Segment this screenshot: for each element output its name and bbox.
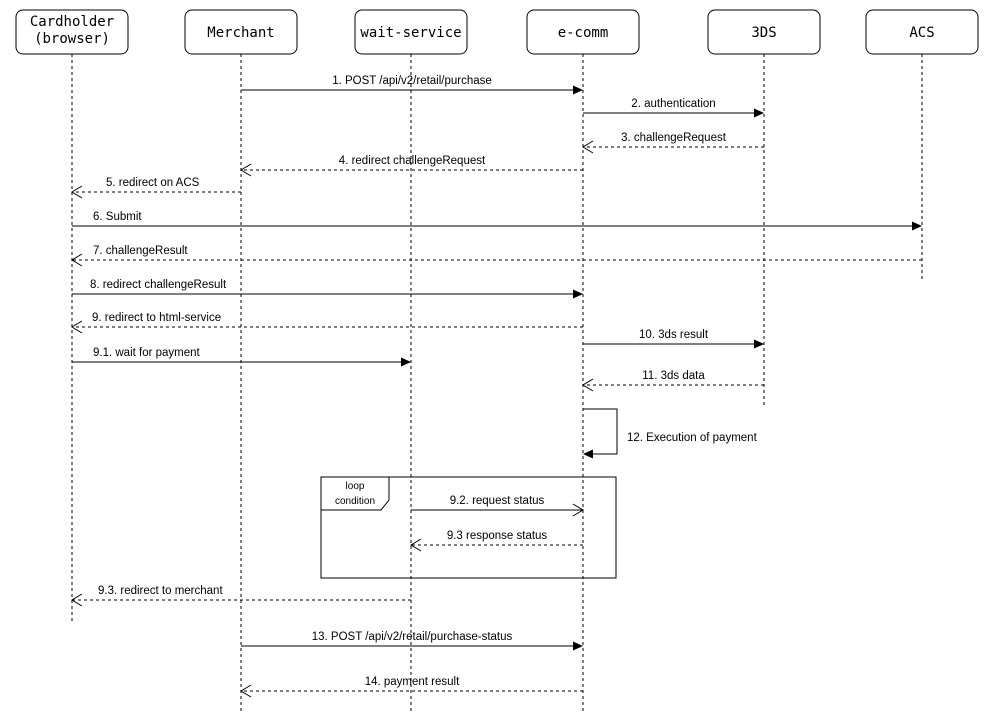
- loop-frame-label: condition: [335, 496, 375, 507]
- arrow-head: [71, 253, 83, 267]
- message-15: 9.3 response status: [410, 530, 583, 552]
- message-label: 9.3. redirect to merchant: [98, 585, 223, 597]
- message-8: 8. redirect challengeResult: [72, 279, 583, 299]
- arrow-head: [410, 538, 422, 552]
- message-16: 9.3. redirect to merchant: [71, 585, 411, 607]
- loop-frame-label: loop: [346, 481, 365, 492]
- arrow-head: [573, 85, 583, 95]
- message-12: 11. 3ds data: [582, 370, 764, 392]
- message-label: 9.3 response status: [447, 530, 548, 542]
- actor-merchant: Merchant: [184, 9, 298, 55]
- message-4: 4. redirect challengeRequest: [240, 155, 583, 177]
- messages: 1. POST /api/v2/retail/purchase 2. authen…: [71, 75, 922, 698]
- message-label: 9.2. request status: [450, 495, 545, 507]
- message-5: 5. redirect on ACS: [71, 177, 241, 199]
- arrow-head: [754, 339, 764, 349]
- message-label: 6. Submit: [93, 211, 142, 223]
- loop-frame-box: [320, 476, 617, 579]
- actor-ecomm: e-comm: [526, 9, 640, 55]
- message-label: 9.1. wait for payment: [93, 347, 201, 359]
- actor-label: e-comm: [558, 25, 609, 41]
- arrow-head: [573, 289, 583, 299]
- actor-box: [707, 9, 821, 55]
- message-17: 13. POST /api/v2/retail/purchase-status: [241, 631, 583, 651]
- actor-box: [526, 9, 640, 55]
- message-label: 9. redirect to html-service: [92, 312, 221, 324]
- actor-label: (browser): [34, 31, 110, 47]
- message-label: 2. authentication: [631, 98, 715, 110]
- message-6: 6. Submit: [72, 211, 922, 231]
- actor-label: Merchant: [207, 25, 274, 41]
- loop-frame: loop condition: [320, 476, 617, 579]
- message-label: 7. challengeResult: [93, 245, 188, 257]
- actor-box: [354, 9, 468, 55]
- actor-box: [15, 9, 129, 55]
- arrow-head: [754, 108, 764, 118]
- actors: Cardholder(browser) Merchant wait-service e…: [15, 9, 979, 55]
- arrow-head: [912, 221, 922, 231]
- message-label: 10. 3ds result: [639, 329, 709, 341]
- message-label: 12. Execution of payment: [627, 432, 758, 444]
- actor-tds: 3DS: [707, 9, 821, 55]
- arrow-head: [71, 593, 83, 607]
- message-18: 14. payment result: [240, 676, 583, 698]
- message-3: 3. challengeRequest: [582, 132, 764, 154]
- actor-acs: ACS: [865, 9, 979, 55]
- message-label: 5. redirect on ACS: [106, 177, 200, 189]
- arrow-head: [583, 449, 593, 459]
- arrow-head: [582, 140, 594, 154]
- actor-label: wait-service: [360, 25, 461, 41]
- message-1: 1. POST /api/v2/retail/purchase: [241, 75, 583, 95]
- message-2: 2. authentication: [583, 98, 764, 118]
- message-label: 13. POST /api/v2/retail/purchase-status: [312, 631, 513, 643]
- arrow-head: [240, 163, 252, 177]
- actor-wait: wait-service: [354, 9, 468, 55]
- actor-label: ACS: [909, 25, 934, 41]
- actor-cardholder: Cardholder(browser): [15, 9, 129, 55]
- message-11: 9.1. wait for payment: [72, 347, 411, 367]
- lifelines: [71, 54, 923, 714]
- arrow-head: [71, 320, 83, 334]
- self-message-line: [583, 408, 618, 455]
- message-9: 9. redirect to html-service: [71, 312, 583, 334]
- arrow-head: [582, 378, 594, 392]
- arrow-head: [71, 185, 83, 199]
- actor-label: Cardholder: [30, 14, 114, 30]
- message-label: 14. payment result: [365, 676, 460, 688]
- message-14: 9.2. request status: [411, 495, 584, 517]
- message-7: 7. challengeResult: [71, 245, 922, 267]
- actor-label: 3DS: [751, 25, 776, 41]
- arrow-head: [573, 641, 583, 651]
- message-13: 12. Execution of payment: [583, 408, 758, 459]
- message-label: 4. redirect challengeRequest: [339, 155, 486, 167]
- arrow-head: [401, 357, 411, 367]
- message-label: 1. POST /api/v2/retail/purchase: [332, 75, 492, 87]
- arrow-head: [240, 684, 252, 698]
- message-label: 8. redirect challengeResult: [90, 279, 227, 291]
- message-label: 3. challengeRequest: [621, 132, 727, 144]
- loop-frame-tab: [321, 477, 390, 511]
- message-10: 10. 3ds result: [583, 329, 764, 349]
- actor-box: [865, 9, 979, 55]
- message-label: 11. 3ds data: [642, 370, 705, 382]
- actor-box: [184, 9, 298, 55]
- arrow-head: [572, 503, 584, 517]
